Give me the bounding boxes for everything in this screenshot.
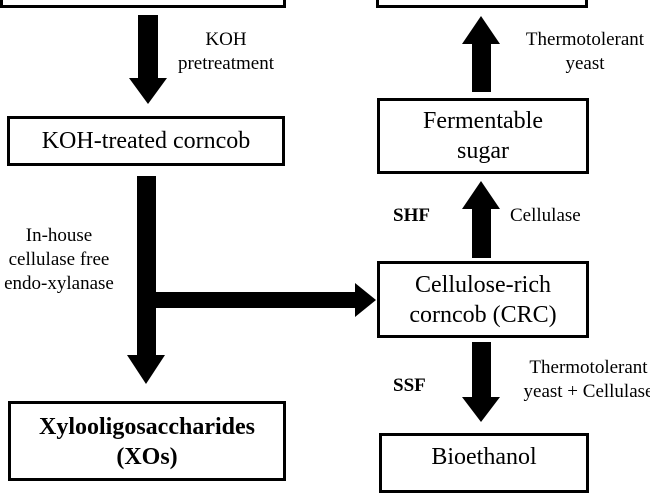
label-cellulase: Cellulase [510,205,581,226]
arrow-to-xos [127,176,165,384]
label-koh-pretreatment: KOH pretreatment [168,28,284,76]
label-enzyme-line2: cellulase free [8,248,110,270]
node-fermentable-sugar: Fermentable sugar [377,98,589,174]
node-crc-line2: corncob (CRC) [409,301,557,328]
label-endo-xylanase: In-house cellulase free endo-xylanase [0,224,134,295]
label-shf: SHF [393,205,430,226]
label-yeast-cellulase: Thermotolerant yeast + Cellulase [506,356,650,404]
arrow-to-crc [156,283,376,317]
arrow-yeast-top [462,16,500,92]
label-yeast-top-line2: yeast [565,52,605,74]
node-fermentable-sugar-line1: Fermentable [423,108,543,134]
label-yeast-top-line1: Thermotolerant [525,29,645,50]
label-thermotolerant-yeast-top: Thermotolerant yeast [510,28,650,76]
label-yeast-cellulase-line1: Thermotolerant [529,357,648,378]
node-fermentable-sugar-line2: sugar [457,138,509,164]
label-enzyme-line3: endo-xylanase [4,272,114,294]
arrow-shf [462,181,500,258]
node-koh-treated-label: KOH-treated corncob [41,128,251,154]
node-raw-corncob-partial [0,0,286,8]
node-bottom-right-partial: Bioethanol [379,433,589,493]
node-xos-line2: (XOs) [116,444,178,470]
node-bottom-right-label: Bioethanol [431,444,537,470]
label-enzyme-line1: In-house [25,225,93,246]
node-bioethanol-top-partial [376,0,588,8]
arrow-ssf [462,342,500,422]
label-yeast-cellulase-line2: yeast + Cellulase [523,380,650,402]
label-ssf: SSF [393,375,426,396]
node-xylooligosaccharides: Xylooligosaccharides (XOs) [8,401,286,481]
node-xos-line1: Xylooligosaccharides [39,414,255,440]
node-crc-line1: Cellulose-rich [415,271,551,298]
node-koh-treated-corncob: KOH-treated corncob [7,116,285,166]
label-koh-line1: KOH [205,29,247,50]
label-koh-line2: pretreatment [177,52,274,74]
flow-arrows [127,15,500,422]
node-cellulose-rich-corncob: Cellulose-rich corncob (CRC) [377,261,589,338]
arrow-koh-pretreatment [129,15,167,104]
